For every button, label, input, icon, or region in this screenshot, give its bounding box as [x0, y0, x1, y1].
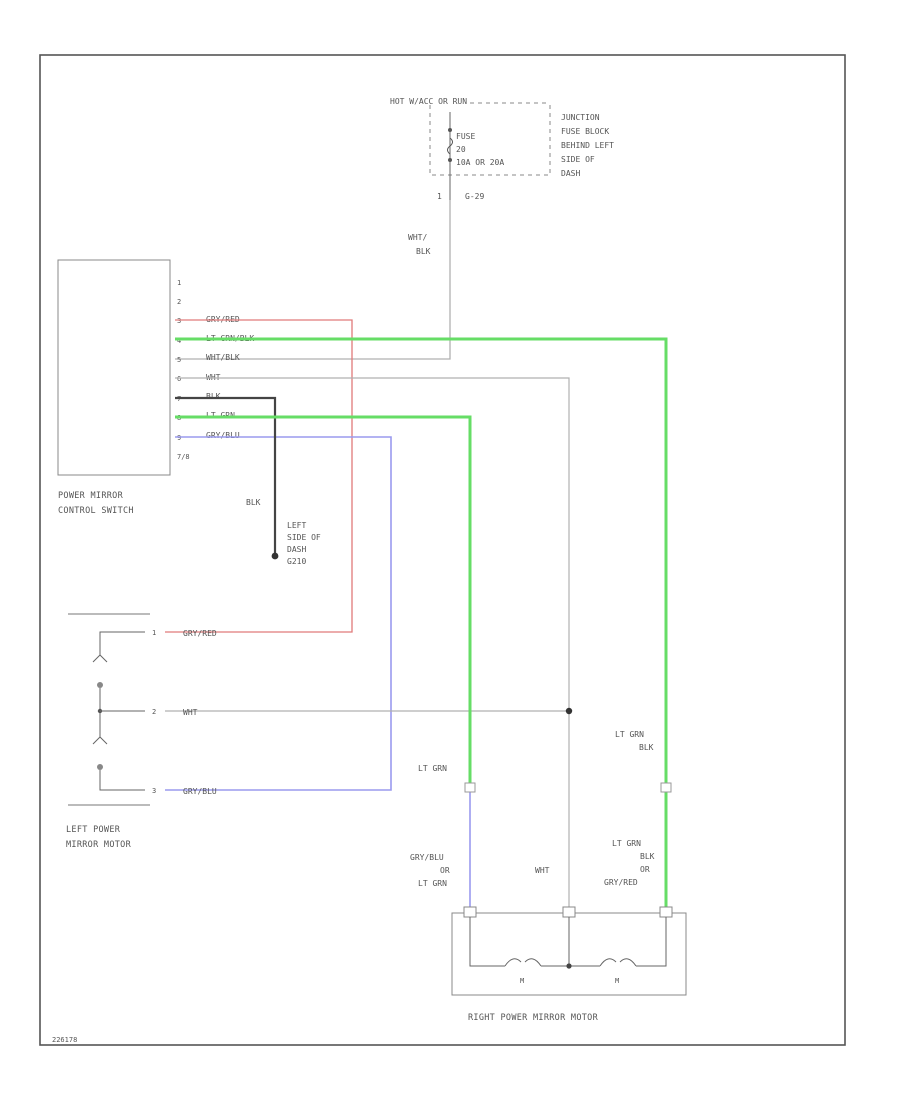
left-motor-caption-0: LEFT POWER — [66, 825, 121, 835]
wire-blk — [175, 396, 277, 553]
switch-pin-3: 3 — [177, 317, 181, 325]
left-power-mirror-motor: 1 2 3 GRY/RED WHT GRY/BLU LEFT POWER MIR… — [66, 613, 217, 850]
fuse-number: 20 — [456, 145, 466, 154]
fuse-location-1: FUSE BLOCK — [561, 127, 609, 136]
switch-wire-wht-blk: WHT/BLK — [206, 353, 240, 362]
left-motor-wire-gry-blu: GRY/BLU — [183, 787, 217, 796]
wire-wht-blk — [175, 200, 451, 360]
fuse-wire-color-0: WHT/ — [408, 233, 427, 242]
ground-location-0: LEFT — [287, 521, 306, 530]
label-right-conn-0: LT GRN — [612, 839, 641, 848]
label-right-conn-2: OR — [640, 865, 650, 874]
ground-location-2: DASH — [287, 545, 306, 554]
switch-caption-1: CONTROL SWITCH — [58, 506, 134, 516]
fuse-label: FUSE — [456, 132, 475, 141]
power-mirror-control-switch: 1 2 3 4 5 6 7 8 9 7/8 POWER MIRROR CONTR… — [57, 259, 190, 516]
right-motor-connector-mid — [562, 906, 576, 918]
label-left-conn-0: GRY/BLU — [410, 853, 444, 862]
right-motor-m1 — [504, 958, 542, 967]
right-power-mirror-motor: M M RIGHT POWER MIRROR MOTOR — [451, 906, 687, 1023]
right-motor-m2-label: M — [615, 977, 619, 985]
left-motor-terminal-2 — [97, 764, 103, 770]
switch-pin-6: 6 — [177, 375, 181, 383]
label-left-conn-2: LT GRN — [418, 879, 447, 888]
switch-pin-4: 4 — [177, 337, 181, 345]
fuse-location-0: JUNCTION — [561, 113, 600, 122]
left-motor-wire-gry-red: GRY/RED — [183, 629, 217, 638]
switch-pin-9: 9 — [177, 434, 181, 442]
left-motor-terminal-1 — [97, 682, 103, 688]
left-motor-pin-2: 2 — [152, 708, 156, 716]
connector-lt-grn-blk — [660, 782, 672, 793]
label-lt-grn-blk-0: LT GRN — [615, 730, 644, 739]
fuse-wire-color-1: BLK — [416, 247, 431, 256]
hot-label: HOT W/ACC OR RUN — [390, 97, 467, 106]
switch-wire-gry-blu: GRY/BLU — [206, 431, 240, 440]
right-motor-connector-left — [463, 906, 477, 918]
fuse-pin: 1 — [437, 192, 442, 201]
wire-wht — [175, 377, 570, 913]
wire-lt-grn-blk — [175, 337, 668, 913]
ground-location-1: SIDE OF — [287, 533, 321, 542]
right-motor-m1-label: M — [520, 977, 524, 985]
fuse-location-4: DASH — [561, 169, 580, 178]
right-motor-m2 — [599, 958, 637, 967]
switch-pin-5: 5 — [177, 356, 181, 364]
fuse-location-2: BEHIND LEFT — [561, 141, 614, 150]
connector-lt-grn — [464, 782, 476, 793]
left-motor-caption-1: MIRROR MOTOR — [66, 840, 132, 850]
fuse-symbol — [447, 137, 453, 155]
left-motor-winding-2 — [92, 736, 108, 745]
label-mid-conn: WHT — [535, 866, 550, 875]
switch-caption-0: POWER MIRROR — [58, 491, 124, 501]
switch-pin-10: 7/8 — [177, 453, 190, 461]
label-lt-grn-blk-1: BLK — [639, 743, 654, 752]
wire-gry-red — [165, 319, 353, 633]
label-right-conn-3: GRY/RED — [604, 878, 638, 887]
wire-lt-grn — [175, 415, 472, 785]
fuse-block: HOT W/ACC OR RUN FUSE 20 10A OR 20A JUNC… — [390, 97, 614, 256]
fuse-rating: 10A OR 20A — [456, 158, 504, 167]
ground-point — [271, 552, 279, 560]
fuse-location-3: SIDE OF — [561, 155, 595, 164]
diagram-frame — [39, 54, 846, 1046]
footer-code: 226178 — [52, 1036, 77, 1044]
left-motor-winding-1 — [92, 654, 108, 663]
right-motor-caption: RIGHT POWER MIRROR MOTOR — [468, 1013, 599, 1023]
switch-pin-1: 1 — [177, 279, 181, 287]
ground-wire-label: BLK — [246, 498, 261, 507]
label-right-conn-1: BLK — [640, 852, 655, 861]
label-lt-grn: LT GRN — [418, 764, 447, 773]
left-motor-pin-3: 3 — [152, 787, 156, 795]
left-motor-pin-1: 1 — [152, 629, 156, 637]
right-motor-connector-right — [659, 906, 673, 918]
switch-wire-blk: BLK — [206, 392, 221, 401]
left-motor-wire-wht: WHT — [183, 708, 198, 717]
label-left-conn-1: OR — [440, 866, 450, 875]
wht-splice — [565, 707, 573, 715]
switch-pin-2: 2 — [177, 298, 181, 306]
fuse-connector: G-29 — [465, 192, 484, 201]
wire-gry-blu — [165, 436, 392, 791]
ground-location-3: G210 — [287, 557, 306, 566]
